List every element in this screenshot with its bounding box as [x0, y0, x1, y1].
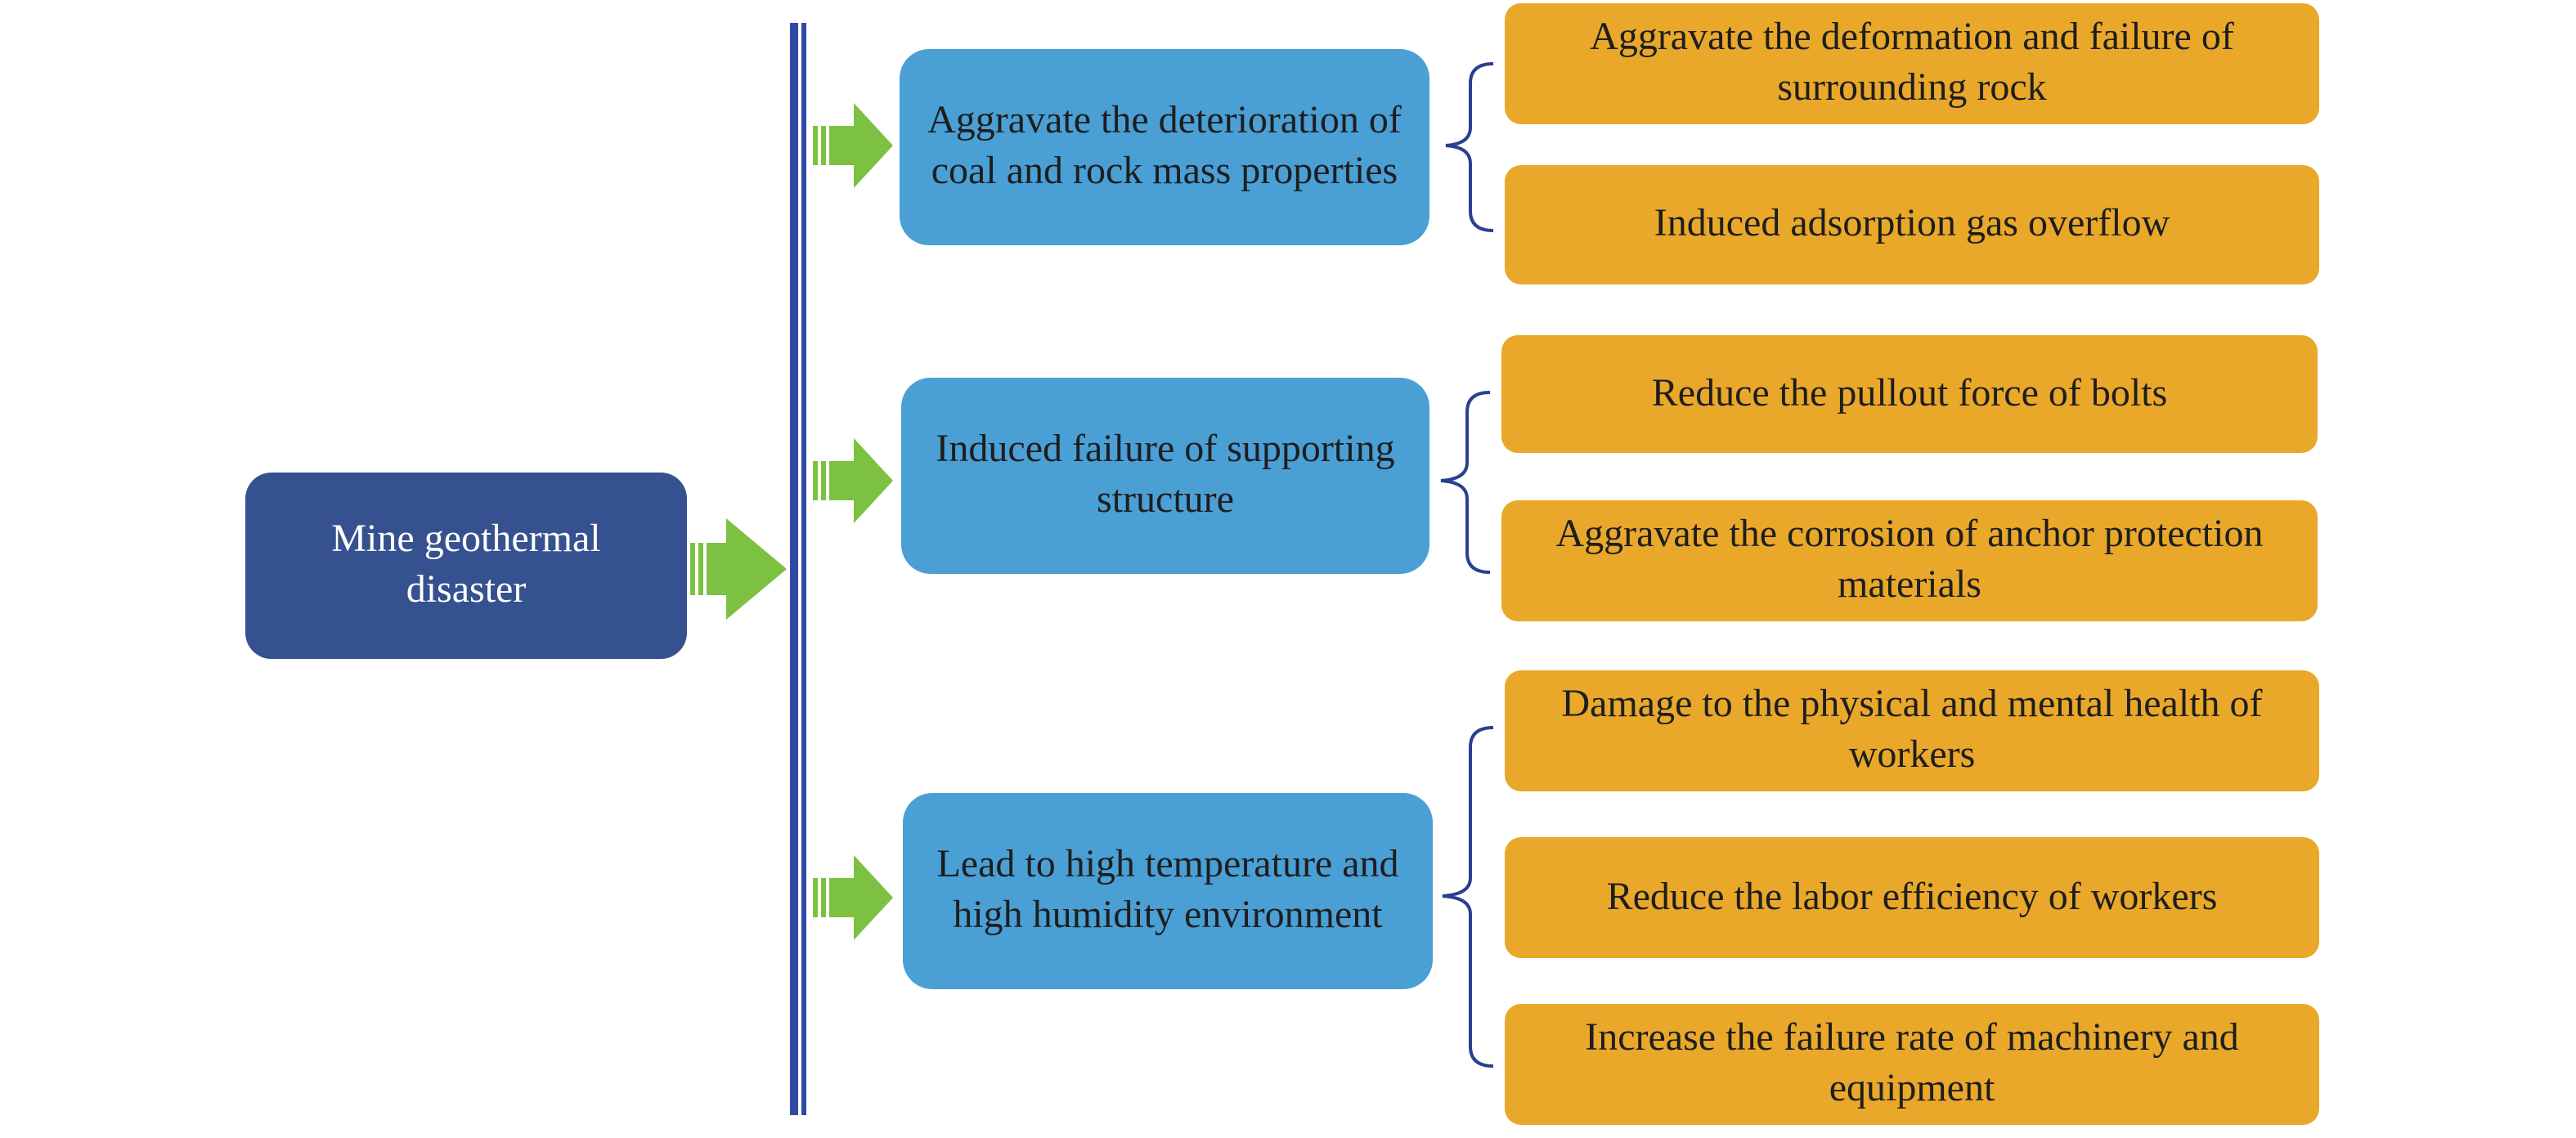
effect-label-2-1: Reduce the pullout force of bolts — [1651, 372, 2168, 415]
effect-label-2-2: Aggravate the corrosion of anchor protec… — [1555, 513, 2264, 607]
branch-node-2: Induced failure of supporting structure — [901, 378, 1429, 574]
effect-node-2-1: Reduce the pullout force of bolts — [1501, 335, 2318, 453]
branch-arrow-icon-3 — [813, 855, 893, 940]
branch-label-3: Lead to high temperature and high humidi… — [936, 844, 1399, 937]
trunk-line — [790, 23, 806, 1115]
effect-node-1-1: Aggravate the deformation and failure of… — [1505, 3, 2319, 124]
root-node: Mine geothermal disaster — [245, 473, 687, 659]
effect-label-3-3: Increase the failure rate of machinery a… — [1585, 1017, 2239, 1110]
brace-icon-1 — [1445, 62, 1494, 232]
branch-node-3: Lead to high temperature and high humidi… — [903, 793, 1433, 989]
effect-label-3-1: Damage to the physical and mental health… — [1561, 683, 2263, 777]
brace-icon-3 — [1442, 726, 1494, 1068]
branch-node-1: Aggravate the deterioration of coal and … — [900, 49, 1429, 245]
effect-node-2-2: Aggravate the corrosion of anchor protec… — [1501, 500, 2318, 621]
effect-node-3-1: Damage to the physical and mental health… — [1505, 670, 2319, 791]
branch-label-2: Induced failure of supporting structure — [936, 428, 1395, 522]
effect-label-3-2: Reduce the labor efficiency of workers — [1606, 876, 2218, 919]
branch-arrow-icon-2 — [813, 438, 893, 523]
effect-node-3-3: Increase the failure rate of machinery a… — [1505, 1004, 2319, 1125]
effect-label-1-1: Aggravate the deformation and failure of… — [1590, 16, 2234, 110]
brace-icon-2 — [1440, 391, 1491, 574]
branch-arrow-icon-1 — [813, 103, 893, 188]
effect-node-3-2: Reduce the labor efficiency of workers — [1505, 837, 2319, 958]
branch-label-1: Aggravate the deterioration of coal and … — [927, 100, 1402, 193]
root-arrow-icon — [690, 518, 787, 620]
root-label: Mine geothermal disaster — [331, 518, 601, 612]
effect-node-1-2: Induced adsorption gas overflow — [1505, 165, 2319, 284]
effect-label-1-2: Induced adsorption gas overflow — [1654, 203, 2170, 246]
